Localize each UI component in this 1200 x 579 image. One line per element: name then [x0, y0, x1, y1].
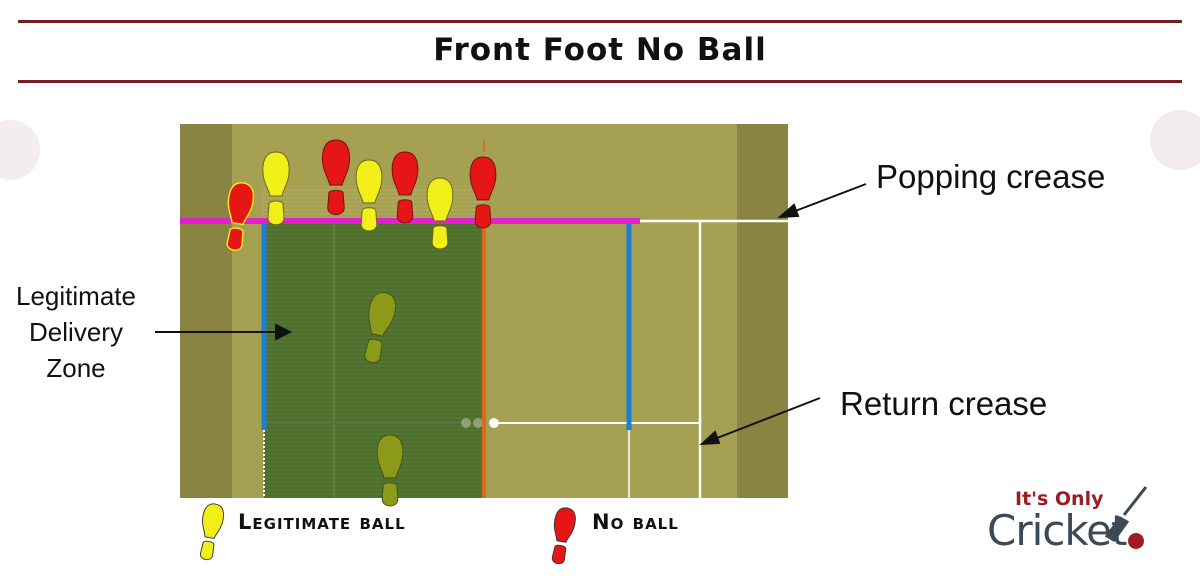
title-bottom-rule — [18, 80, 1182, 83]
zone-label-line: Legitimate — [16, 281, 136, 311]
pitch-left-edge — [180, 124, 232, 498]
logo-ball-icon — [1128, 533, 1144, 549]
legend-legit-icon — [195, 501, 227, 562]
popping-crease-arrow — [777, 183, 867, 219]
title-top-rule — [18, 20, 1182, 23]
zone-label-line: Zone — [46, 353, 106, 383]
legit-zone-arrow — [155, 323, 293, 341]
popping-crease-label: Popping crease — [876, 158, 1106, 195]
return-crease-arrow — [699, 397, 821, 446]
logo-main-text: Cricket — [987, 506, 1127, 555]
legend-legit-label: Legitimate ball — [238, 510, 406, 534]
legitimate-delivery-zone-label: Legitimate Delivery Zone — [8, 278, 144, 386]
zone-label-line: Delivery — [29, 317, 123, 347]
background-watermark — [1150, 110, 1200, 170]
crease-dot-faint — [473, 418, 483, 428]
legend-noball-label: No ball — [592, 510, 679, 534]
pitch-right-edge — [737, 124, 788, 498]
logo-top-text: It's Only — [1015, 488, 1104, 510]
logo: It's Only Cricket — [985, 484, 1165, 564]
crease-dot-faint — [461, 418, 471, 428]
page-title: Front Foot No Ball — [433, 32, 767, 68]
return-crease-label: Return crease — [840, 385, 1048, 422]
legend-noball-icon — [546, 505, 578, 566]
crease-dot — [489, 418, 499, 428]
logo-bat-icon — [1104, 486, 1148, 542]
